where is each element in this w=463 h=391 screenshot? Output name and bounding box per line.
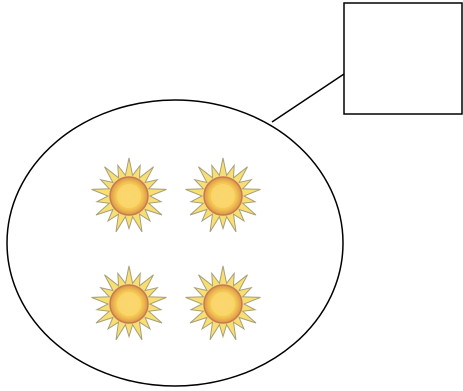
- connector-line: [272, 74, 344, 122]
- sun-center: [117, 184, 141, 208]
- group-ellipse: [7, 100, 343, 386]
- sun-center: [211, 292, 235, 316]
- sun-center: [211, 184, 235, 208]
- sun-center: [117, 292, 141, 316]
- callout-box: [344, 3, 462, 114]
